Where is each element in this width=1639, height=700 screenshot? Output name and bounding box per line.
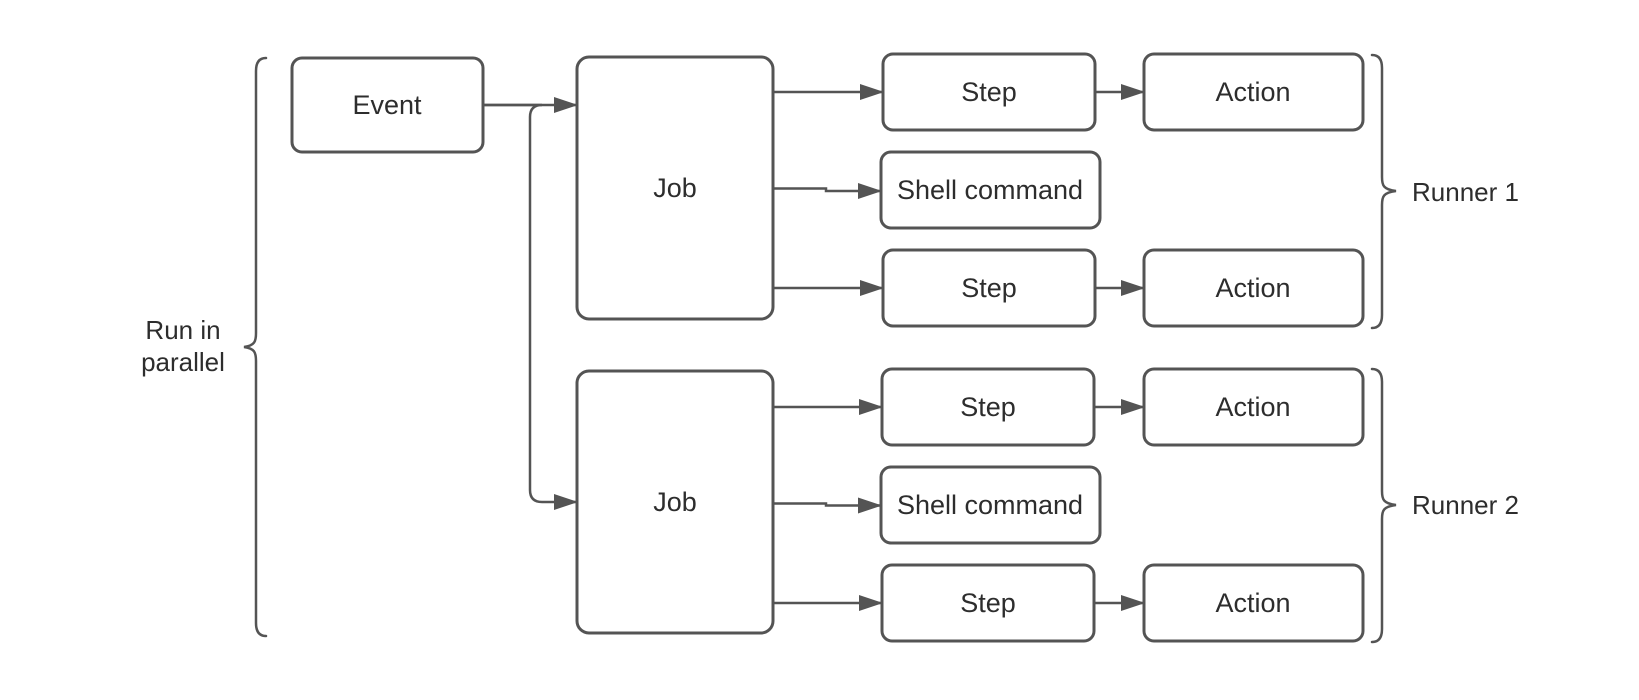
right-brace-runner2 <box>1370 367 1397 644</box>
action3-box <box>1142 367 1365 447</box>
event-label: Event <box>352 90 422 120</box>
step4-label: Step <box>960 588 1016 618</box>
run-in-parallel-label-line2: parallel <box>141 347 225 377</box>
event-box <box>290 56 485 154</box>
shell1-label: Shell command <box>897 175 1083 205</box>
shell2-label: Shell command <box>897 490 1083 520</box>
shell1-node: Shell command <box>879 150 1102 230</box>
action2-label: Action <box>1215 273 1290 303</box>
action1-node: Action <box>1142 52 1365 132</box>
action2-node: Action <box>1142 248 1365 328</box>
step4-box <box>880 563 1096 643</box>
shell2-node: Shell command <box>879 465 1102 545</box>
job2-box <box>575 369 775 635</box>
runner2-label: Runner 2 <box>1412 490 1519 520</box>
step2-node: Step <box>881 248 1097 328</box>
step1-label: Step <box>961 77 1017 107</box>
action3-node: Action <box>1142 367 1365 447</box>
step3-label: Step <box>960 392 1016 422</box>
shell1-box <box>879 150 1102 230</box>
action4-node: Action <box>1142 563 1365 643</box>
step2-box <box>881 248 1097 328</box>
run-in-parallel-label-line1: Run in <box>145 315 220 345</box>
left-brace-run-in-parallel <box>243 56 268 638</box>
step2-label: Step <box>961 273 1017 303</box>
runner1-label: Runner 1 <box>1412 177 1519 207</box>
connector-job1-shell1 <box>773 183 882 199</box>
action4-label: Action <box>1215 588 1290 618</box>
shell2-box <box>879 465 1102 545</box>
job1-node: Job <box>575 55 775 321</box>
job1-label: Job <box>653 173 697 203</box>
action3-label: Action <box>1215 392 1290 422</box>
step3-node: Step <box>880 367 1096 447</box>
job2-node: Job <box>575 369 775 635</box>
action1-label: Action <box>1215 77 1290 107</box>
run-in-parallel-annotation: Run in parallel <box>141 315 225 377</box>
connectors <box>483 84 1145 611</box>
connector-job2-shell2 <box>773 497 882 514</box>
action2-box <box>1142 248 1365 328</box>
action1-box <box>1142 52 1365 132</box>
action4-box <box>1142 563 1365 643</box>
step1-node: Step <box>881 52 1097 132</box>
connector-event-job2 <box>483 103 578 510</box>
step3-box <box>880 367 1096 447</box>
job1-box <box>575 55 775 321</box>
step4-node: Step <box>880 563 1096 643</box>
step1-box <box>881 52 1097 132</box>
event-node: Event <box>290 56 485 154</box>
job2-label: Job <box>653 487 697 517</box>
right-brace-runner1 <box>1370 53 1397 330</box>
